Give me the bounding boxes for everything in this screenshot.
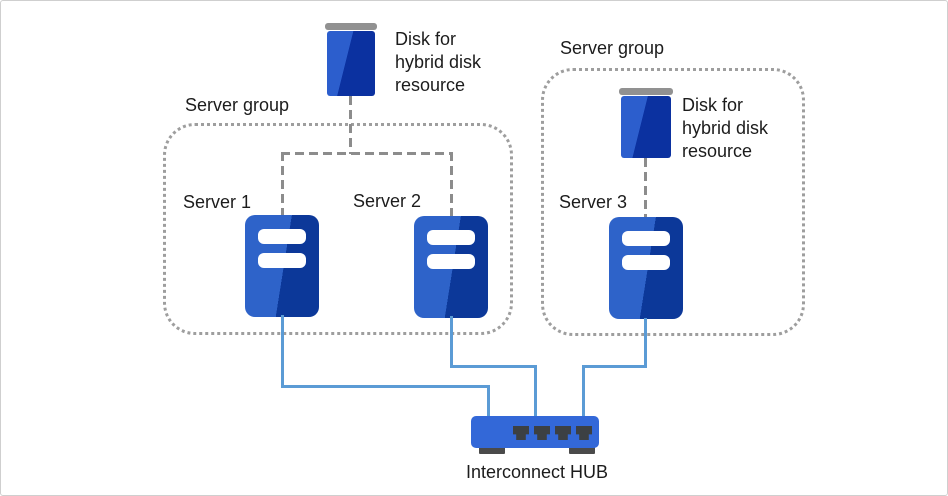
server1-hub-line [281, 385, 490, 388]
server1-hub-line [487, 385, 490, 417]
server-slot [258, 229, 306, 244]
server-group-1-label: Server group [185, 95, 290, 115]
disk-body [621, 96, 671, 158]
server3-hub-line [644, 318, 647, 368]
server-group-1-border [163, 123, 513, 335]
hub-port-icon [576, 426, 592, 440]
interconnect-hub-icon [471, 416, 599, 448]
hub-port-icon [555, 426, 571, 440]
server3-hub-line [582, 365, 647, 368]
hybrid-disk-2-icon [619, 88, 673, 158]
server-1-label: Server 1 [183, 192, 252, 212]
server-group-2-border [541, 68, 805, 336]
server-2-label: Server 2 [353, 191, 422, 211]
server2-hub-line [450, 316, 453, 368]
hub-foot [479, 447, 505, 454]
server-slot [427, 230, 475, 245]
hub-port-icon [513, 426, 529, 440]
server2-hub-line [534, 365, 537, 417]
hybrid-disk-1-label: Disk for hybrid disk resource [395, 29, 482, 95]
server-group-2-label: Server group [560, 38, 665, 58]
server2-hub-line [450, 365, 537, 368]
server-3-icon [609, 217, 683, 319]
hub-foot [569, 447, 595, 454]
server-slot [258, 253, 306, 268]
disk1-bracket-line [281, 152, 453, 155]
server-slot [622, 255, 670, 270]
hub-port-icon [534, 426, 550, 440]
server-2-icon [414, 216, 488, 318]
server-3-label: Server 3 [559, 192, 628, 212]
server-1-icon [245, 215, 319, 317]
hybrid-disk-1-icon [325, 23, 377, 96]
server3-hub-line [582, 365, 585, 417]
disk2-to-server3-line [644, 158, 647, 217]
disk1-to-server2-line [450, 152, 453, 216]
disk-cap [325, 23, 377, 30]
disk1-link-line [349, 96, 352, 154]
interconnect-hub-label: Interconnect HUB [465, 462, 609, 482]
disk-body [327, 31, 375, 96]
hybrid-disk-2-label: Disk for hybrid disk resource [682, 95, 769, 161]
disk-cap [619, 88, 673, 95]
disk1-to-server1-line [281, 152, 284, 215]
server-slot [622, 231, 670, 246]
server1-hub-line [281, 315, 284, 388]
server-slot [427, 254, 475, 269]
